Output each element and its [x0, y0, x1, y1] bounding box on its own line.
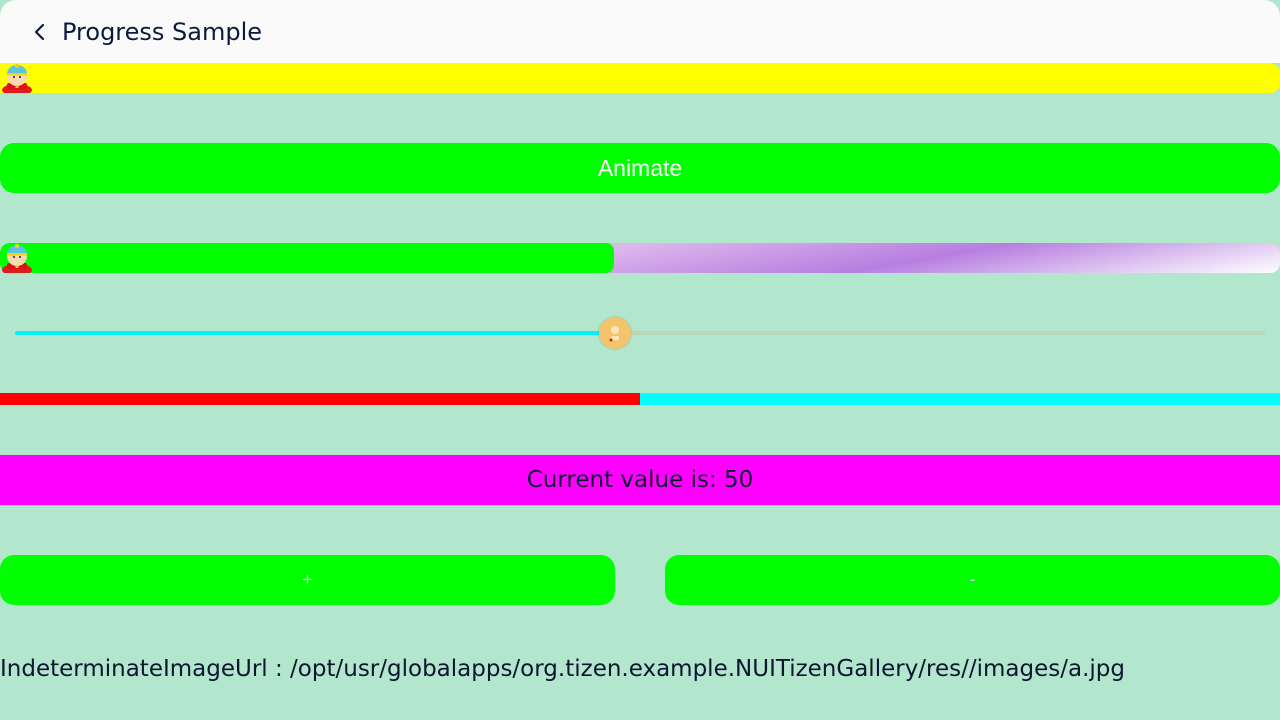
cartman-indicator-icon [2, 244, 32, 273]
current-value-label: Current value is: 50 [0, 455, 1280, 505]
progress-bar-mid [0, 243, 1280, 273]
chevron-left-icon [34, 23, 45, 41]
decrease-button[interactable]: - [665, 555, 1280, 605]
progress-bar-bottom [0, 393, 1280, 405]
slider-thumb[interactable] [599, 317, 631, 349]
page-title: Progress Sample [62, 18, 263, 46]
animate-button[interactable]: Animate [0, 143, 1280, 193]
cartman-indicator-icon [2, 64, 32, 93]
thumb-image-icon [600, 318, 630, 348]
progress-bar-bottom-fill [0, 393, 640, 405]
increase-button[interactable]: + [0, 555, 615, 605]
app-header: Progress Sample [0, 0, 1280, 63]
slider-track[interactable] [15, 331, 1265, 335]
progress-bar-top [0, 63, 1280, 93]
slider-fill [15, 331, 615, 335]
back-button[interactable] [22, 14, 58, 50]
indeterminate-image-url-text: IndeterminateImageUrl : /opt/usr/globala… [0, 656, 1126, 682]
progress-bar-mid-fill [0, 243, 615, 273]
